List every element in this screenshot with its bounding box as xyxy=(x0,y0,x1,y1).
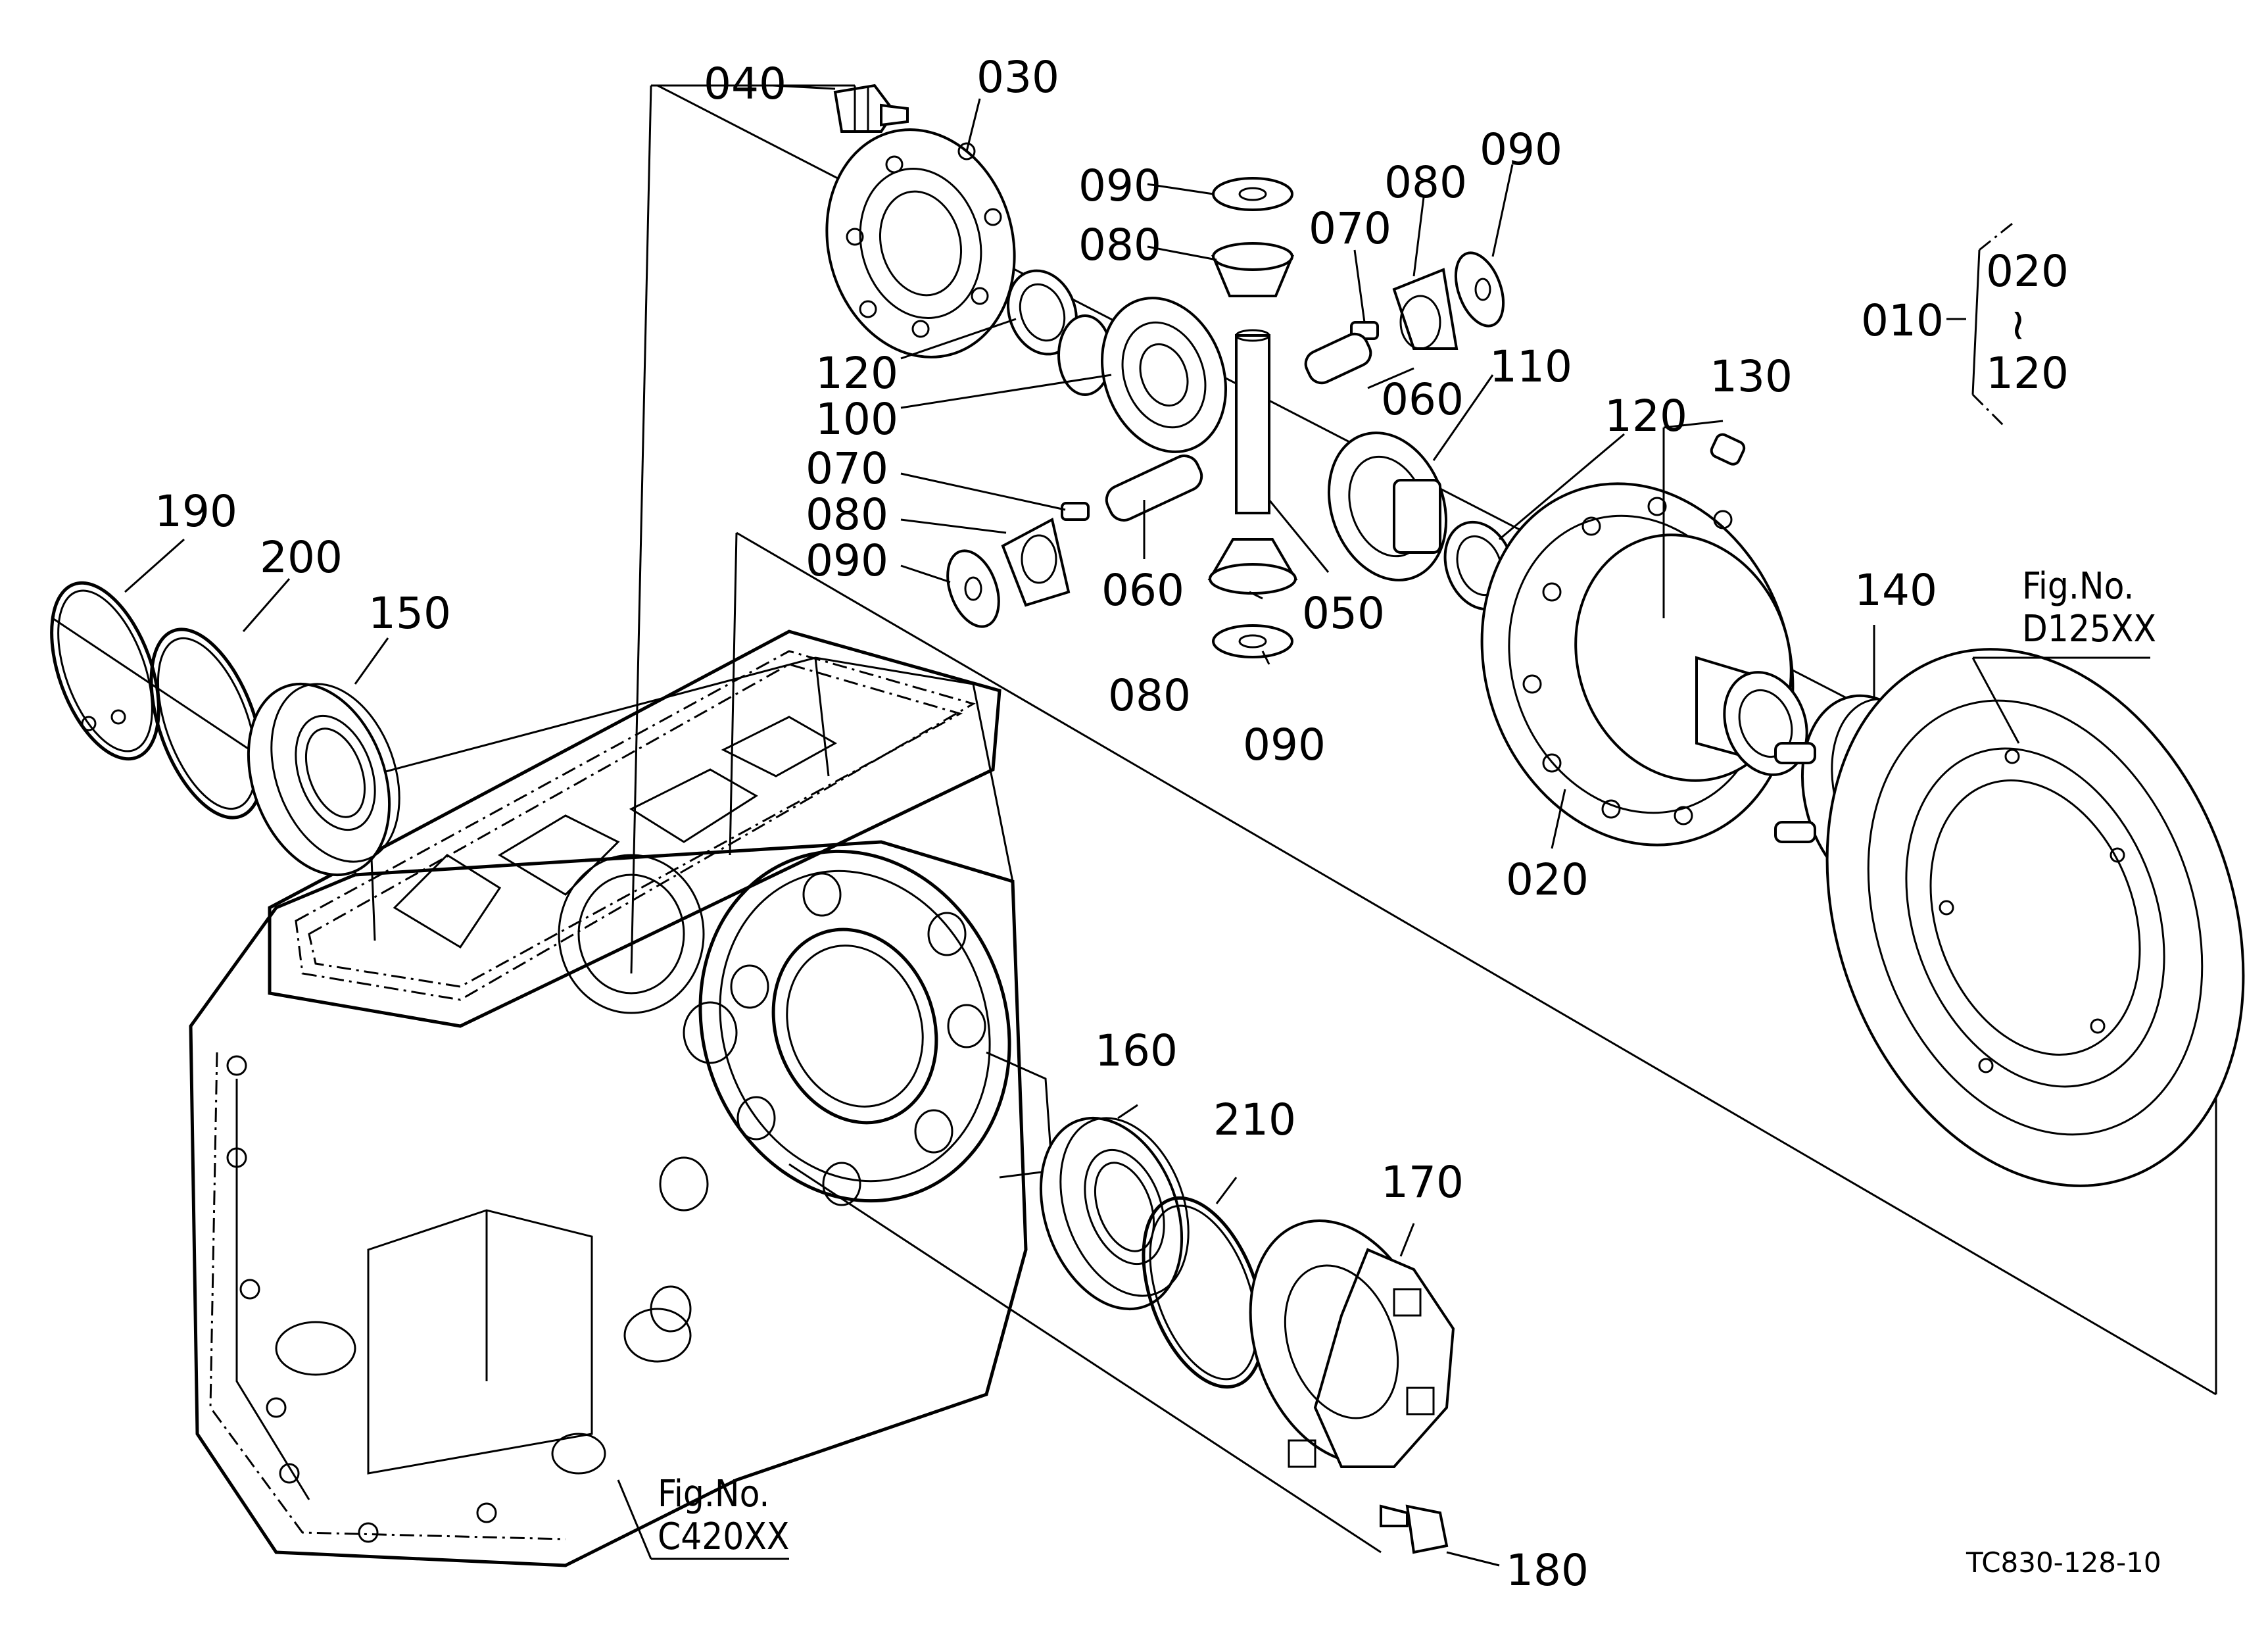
bearing-holder-170 xyxy=(1249,1219,1455,1468)
label-020-range-start: 020 xyxy=(1986,246,2069,297)
thrust-washer-090-right xyxy=(1454,251,1505,328)
bearing-150 xyxy=(247,682,400,877)
label-070-b: 070 xyxy=(806,443,888,494)
pinion-080-left xyxy=(1001,518,1071,607)
label-070-a: 070 xyxy=(1309,203,1391,254)
part-number-labels: 040 030 090 080 070 080 090 120 100 060 … xyxy=(155,52,2161,1596)
side-gear-100 xyxy=(1057,297,1228,453)
shaft-060-lower xyxy=(1105,455,1203,522)
pinion-080-right xyxy=(1392,268,1459,350)
thrust-washer-090-bottom xyxy=(1212,624,1293,658)
label-020: 020 xyxy=(1506,854,1589,905)
leader-lines xyxy=(124,84,2150,1567)
label-090-b: 090 xyxy=(1480,124,1562,175)
fig-ref-d-line2: D125XX xyxy=(2022,608,2156,651)
pinion-080-top xyxy=(1211,242,1294,297)
transmission-case xyxy=(189,629,1053,1567)
label-180: 180 xyxy=(1506,1545,1589,1596)
shaft-060-upper xyxy=(1304,332,1372,385)
label-090-d: 090 xyxy=(1243,720,1326,770)
label-120-range-end: 120 xyxy=(1986,348,2069,399)
label-190: 190 xyxy=(155,486,237,537)
pin-130 xyxy=(1710,433,1746,466)
side-gear-110 xyxy=(1327,431,1448,581)
pinion-shaft-050 xyxy=(1235,329,1270,514)
label-060-b: 060 xyxy=(1101,565,1184,616)
label-170: 170 xyxy=(1381,1157,1464,1208)
snap-ring-190 xyxy=(50,581,160,761)
label-110: 110 xyxy=(1489,341,1572,392)
label-060-a: 060 xyxy=(1381,374,1464,425)
shim-120-upper xyxy=(1007,269,1078,356)
fig-ref-c-line1: Fig.No. xyxy=(658,1473,769,1515)
label-090-a: 090 xyxy=(1078,160,1161,211)
bearing-160 xyxy=(1039,1116,1190,1311)
thrust-washer-090-top xyxy=(1212,177,1293,211)
label-120-a: 120 xyxy=(815,348,898,399)
label-140: 140 xyxy=(1854,565,1937,616)
label-130: 130 xyxy=(1710,351,1793,402)
o-ring-200 xyxy=(149,627,265,820)
label-080-b: 080 xyxy=(1384,157,1467,208)
label-090-c: 090 xyxy=(806,535,888,586)
drawing-code: TC830-128-10 xyxy=(1966,1546,2161,1579)
bearing-cover-030 xyxy=(825,128,1016,358)
label-080-c: 080 xyxy=(806,489,888,540)
label-030: 030 xyxy=(977,52,1059,103)
label-160: 160 xyxy=(1095,1025,1178,1076)
range-tilde: ~ xyxy=(1994,307,2044,343)
label-010: 010 xyxy=(1861,295,1944,346)
label-100: 100 xyxy=(815,394,898,445)
pinion-080-bottom xyxy=(1207,538,1298,595)
ring-gear xyxy=(1825,648,2245,1187)
fig-ref-c-line2: C420XX xyxy=(658,1515,789,1558)
thrust-washer-090-left xyxy=(946,549,1000,628)
o-ring-210 xyxy=(1142,1196,1265,1389)
label-210: 210 xyxy=(1213,1094,1296,1145)
fig-ref-d-line1: Fig.No. xyxy=(2022,565,2134,608)
label-050: 050 xyxy=(1302,588,1385,639)
bolt-040 xyxy=(833,84,909,133)
pin-070-lower xyxy=(1061,502,1090,521)
label-080-a: 080 xyxy=(1078,220,1161,270)
label-080-d: 080 xyxy=(1108,670,1191,721)
bolt-180 xyxy=(1380,1504,1449,1554)
label-120-b: 120 xyxy=(1604,391,1687,441)
label-150: 150 xyxy=(368,588,451,639)
label-200: 200 xyxy=(260,532,343,583)
label-040: 040 xyxy=(704,59,786,109)
